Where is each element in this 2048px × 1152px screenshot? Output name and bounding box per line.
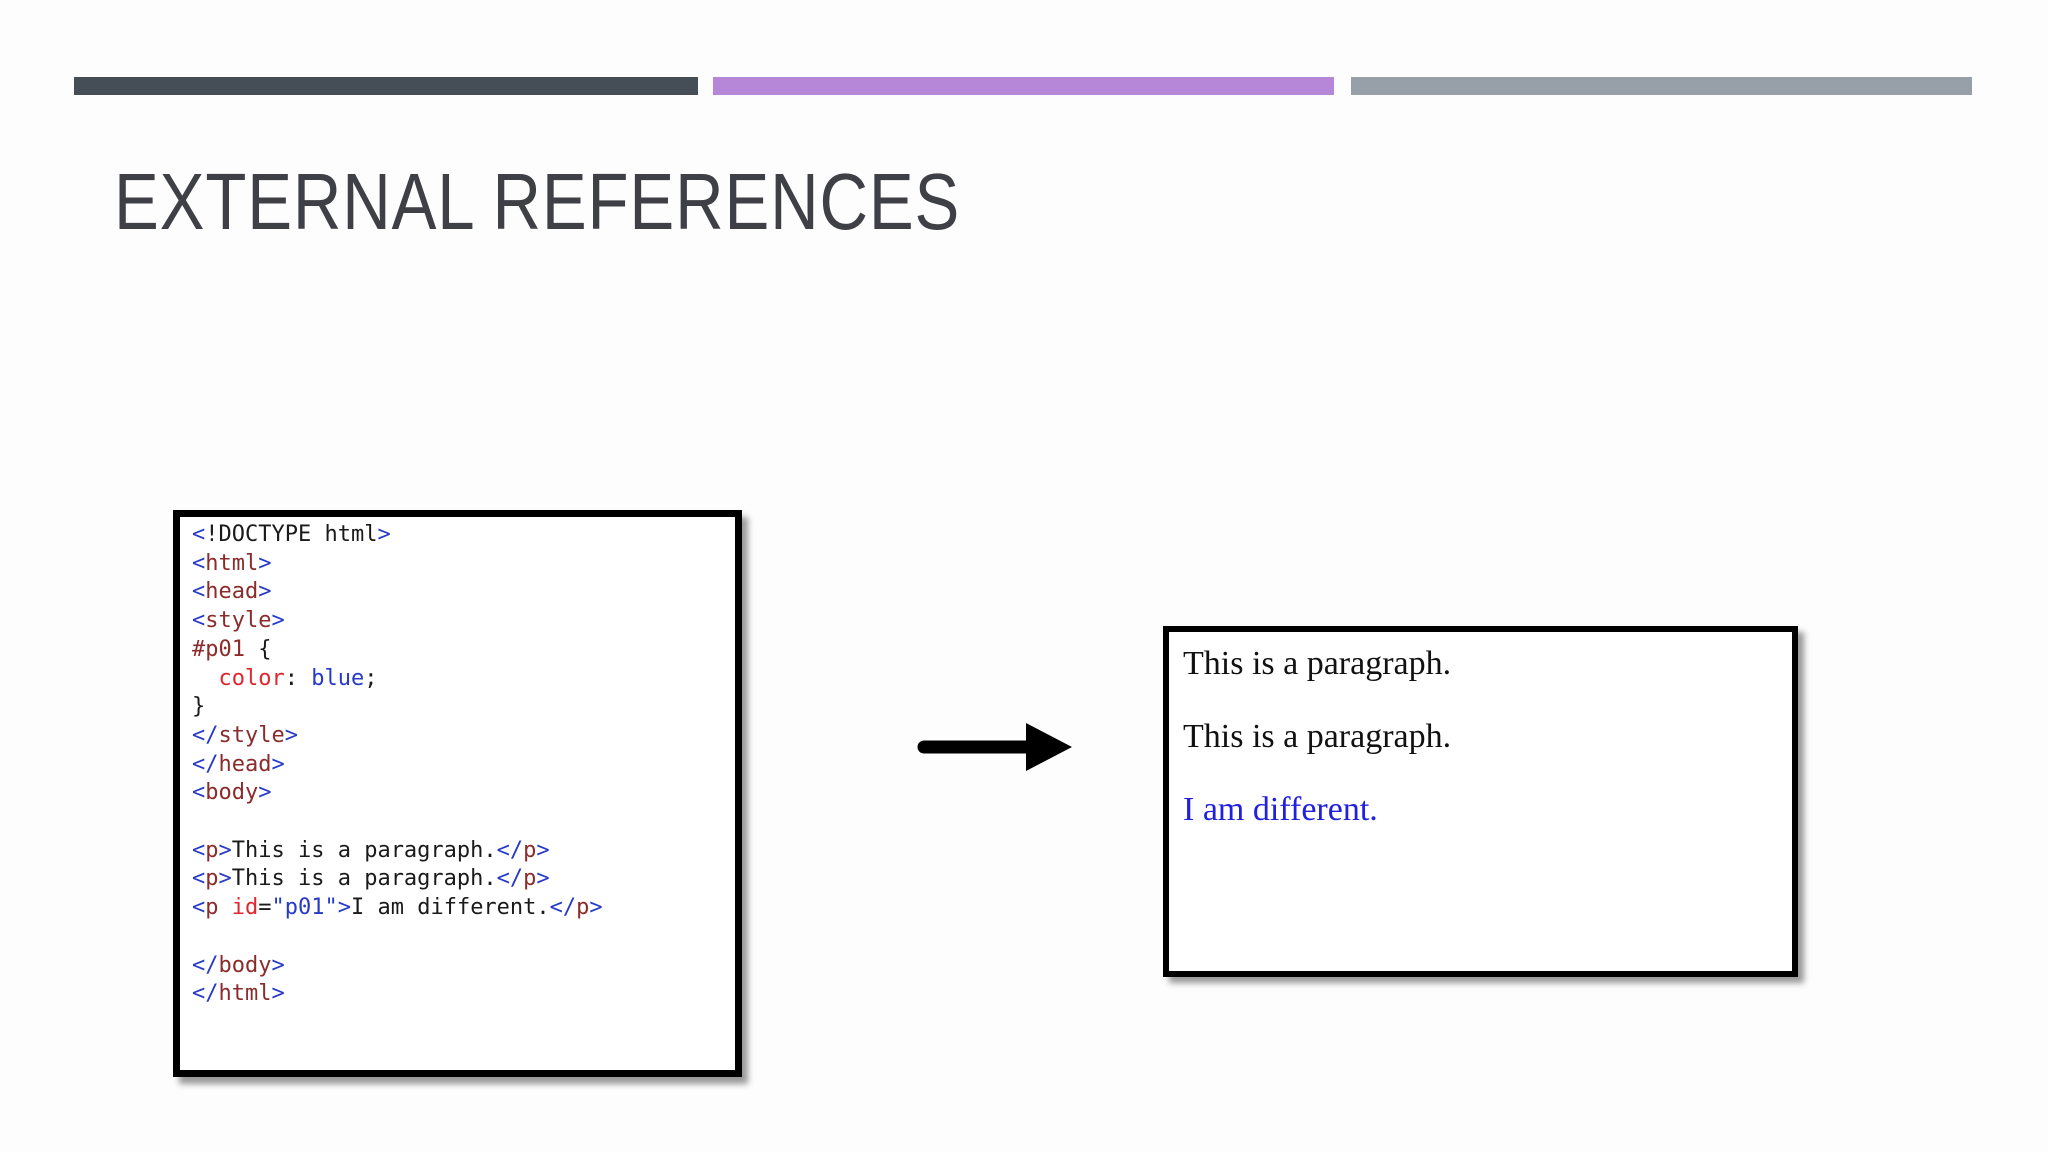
output-paragraph: I am different.: [1183, 791, 1378, 829]
code-token-plain: I am different.: [350, 895, 550, 921]
code-token-tag: p: [523, 866, 537, 892]
accent-bar-gray: [1351, 77, 1972, 95]
code-token-punct: <: [192, 550, 206, 576]
code-line: color: blue;: [192, 665, 723, 694]
code-token-tag: style: [205, 608, 272, 634]
code-token-punct: </: [496, 837, 524, 863]
code-line: <p id="p01">I am different.</p>: [192, 894, 723, 923]
code-token-punct: >: [271, 981, 285, 1007]
code-line: <html>: [192, 550, 723, 579]
code-line: <style>: [192, 607, 723, 636]
code-line: #p01 {: [192, 636, 723, 665]
code-token-tag: p: [205, 895, 219, 921]
code-listing: <!DOCTYPE html><html><head><style>#p01 {…: [192, 521, 723, 1009]
code-line: }: [192, 693, 723, 722]
code-token-punct: <: [192, 780, 206, 806]
code-token-punct: >: [258, 579, 272, 605]
code-token-punct: <: [192, 579, 206, 605]
code-token-plain: :: [284, 665, 312, 691]
code-token-plain: [192, 666, 219, 691]
code-token-value: "p01": [271, 895, 338, 921]
slide-title: EXTERNAL REFERENCES: [114, 157, 961, 246]
code-line: [192, 923, 723, 952]
arrow-right-icon: [917, 723, 1072, 771]
code-token-punct: <: [192, 895, 206, 921]
code-token-punct: <: [192, 608, 206, 634]
code-token-punct: <: [192, 837, 206, 863]
code-token-punct: >: [271, 608, 285, 634]
code-token-punct: </: [549, 895, 577, 921]
code-line: </html>: [192, 980, 723, 1009]
code-token-punct: >: [337, 895, 351, 921]
code-token-punct: >: [271, 952, 285, 978]
code-token-plain: {: [244, 636, 272, 662]
code-token-tag: p: [523, 837, 537, 863]
code-token-punct: </: [496, 866, 524, 892]
code-token-punct: </: [192, 952, 219, 978]
code-token-punct: >: [377, 522, 391, 547]
code-token-plain: ;: [364, 665, 378, 691]
code-token-punct: >: [536, 837, 550, 863]
code-line: <body>: [192, 779, 723, 808]
code-token-tag: p: [205, 866, 219, 892]
code-token-attr: id: [231, 895, 259, 921]
code-token-tag: p: [205, 837, 219, 863]
code-token-value: blue: [311, 665, 365, 691]
code-token-plain: }: [192, 694, 206, 720]
code-token-tag: head: [205, 579, 259, 605]
code-line: <head>: [192, 578, 723, 607]
code-token-tag: html: [205, 550, 259, 576]
code-line: [192, 808, 723, 837]
accent-bar-dark: [74, 77, 698, 95]
code-token-plain: !DOCTYPE html: [205, 522, 378, 547]
code-token-tag: html: [218, 981, 272, 1007]
code-token-plain: This is a paragraph.: [231, 837, 497, 863]
code-token-punct: </: [192, 751, 219, 777]
code-token-punct: >: [589, 895, 603, 921]
code-token-punct: >: [218, 866, 232, 892]
code-line: <p>This is a paragraph.</p>: [192, 865, 723, 894]
code-token-punct: >: [218, 837, 232, 863]
code-token-tag: head: [218, 751, 272, 777]
code-line: </style>: [192, 722, 723, 751]
output-paragraph: This is a paragraph.: [1183, 718, 1452, 756]
code-line: <!DOCTYPE html>: [192, 521, 723, 550]
code-token-punct: >: [258, 550, 272, 576]
code-token-punct: >: [536, 866, 550, 892]
browser-output-panel: This is a paragraph. This is a paragraph.…: [1163, 626, 1798, 977]
code-token-punct: </: [192, 722, 219, 748]
code-token-tag: p: [576, 895, 590, 921]
code-line: </head>: [192, 751, 723, 780]
code-token-punct: >: [284, 722, 298, 748]
code-token-punct: </: [192, 981, 219, 1007]
code-token-plain: =: [258, 895, 272, 921]
code-token-tag: style: [218, 722, 285, 748]
code-token-prop: color: [218, 665, 285, 691]
code-token-tag: body: [218, 952, 272, 978]
code-token-punct: >: [258, 780, 272, 806]
html-source-code-panel: <!DOCTYPE html><html><head><style>#p01 {…: [173, 510, 742, 1077]
code-token-punct: >: [271, 751, 285, 777]
code-token-punct: <: [192, 522, 206, 547]
accent-bar-purple: [713, 77, 1334, 95]
code-token-punct: <: [192, 866, 206, 892]
code-line: </body>: [192, 952, 723, 981]
output-paragraph: This is a paragraph.: [1183, 645, 1452, 682]
code-token-plain: This is a paragraph.: [231, 866, 497, 892]
code-token-tag: body: [205, 780, 259, 806]
code-token-tag: #p01: [192, 636, 245, 662]
code-token-plain: [219, 895, 232, 920]
code-line: <p>This is a paragraph.</p>: [192, 837, 723, 866]
